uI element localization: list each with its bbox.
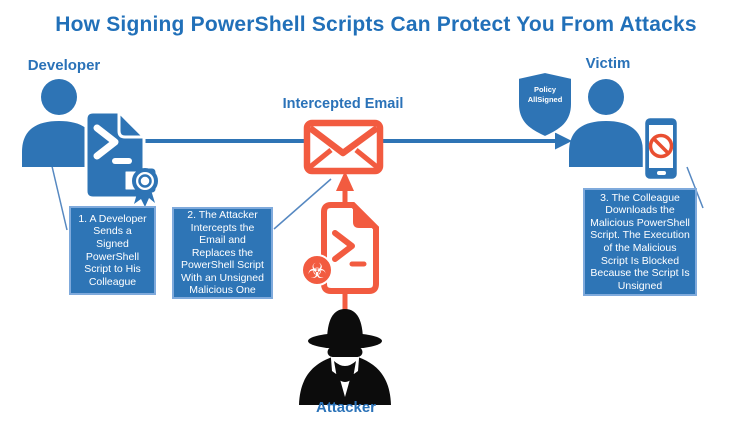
victim-label: Victim <box>585 55 631 72</box>
attacker-label: Attacker <box>315 399 377 416</box>
step-2-box: 2. The Attacker Intercepts the Email and… <box>172 207 273 299</box>
blocked-icon <box>648 133 674 159</box>
malicious-script-icon: ☣ <box>301 202 379 294</box>
policy-shield-icon <box>517 70 573 139</box>
powershell-chevron-icon <box>332 230 355 262</box>
step3-callout-line <box>686 166 704 209</box>
biohazard-icon: ☣ <box>301 254 333 286</box>
attacker-icon <box>299 309 391 405</box>
victim-person-icon <box>569 79 643 167</box>
policy-shield-label: Policy AllSigned <box>527 85 563 105</box>
page-title: How Signing PowerShell Scripts Can Prote… <box>55 13 697 36</box>
intercepted-email-label: Intercepted Email <box>282 96 404 112</box>
step2-callout-line <box>273 178 332 230</box>
email-icon <box>303 119 384 175</box>
signed-script-icon <box>84 110 158 207</box>
developer-person-icon <box>22 79 96 167</box>
phone-icon <box>642 115 680 182</box>
developer-callout-line <box>50 161 68 231</box>
powershell-chevron-icon <box>93 124 119 160</box>
svg-text:☣: ☣ <box>308 260 327 283</box>
certificate-seal-icon <box>122 168 158 207</box>
step-1-box: 1. A Developer Sends a Signed PowerShell… <box>69 206 156 295</box>
developer-label: Developer <box>27 57 101 74</box>
sunglasses-icon <box>327 347 363 357</box>
step-3-box: 3. The Colleague Downloads the Malicious… <box>583 188 697 296</box>
